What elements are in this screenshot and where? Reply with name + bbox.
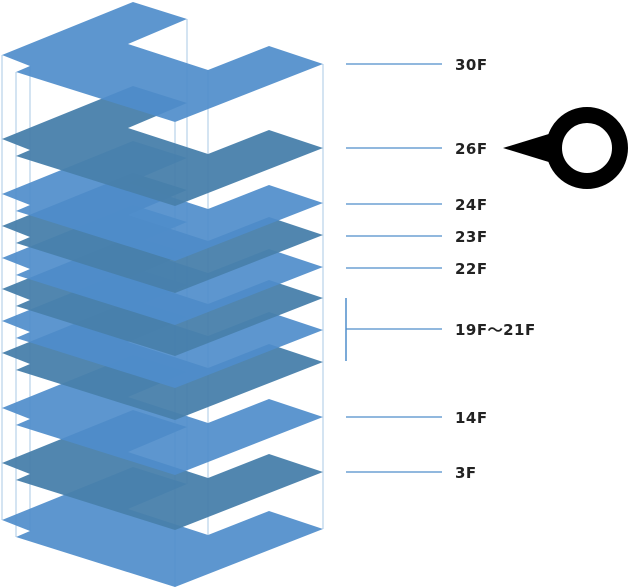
floor-label-3f: 3F <box>455 464 477 482</box>
floor-label-14f: 14F <box>455 409 488 427</box>
floor-labels: 30F 26F 24F 23F 22F 19F～21F 14F 3F <box>455 56 536 482</box>
floor-label-24f: 24F <box>455 196 488 214</box>
floor-stack <box>2 2 323 587</box>
floor-label-30f: 30F <box>455 56 488 74</box>
leader-lines <box>345 63 442 473</box>
pin-pointer <box>503 133 552 163</box>
pin-ring <box>546 107 628 189</box>
location-pin-icon <box>503 107 628 189</box>
floor-slab-26f <box>2 86 323 206</box>
floor-label-22f: 22F <box>455 260 488 278</box>
floor-label-23f: 23F <box>455 228 488 246</box>
floor-slab-30f <box>2 2 323 122</box>
floor-label-26f: 26F <box>455 140 488 158</box>
floor-label-19f-21f: 19F～21F <box>455 321 536 339</box>
